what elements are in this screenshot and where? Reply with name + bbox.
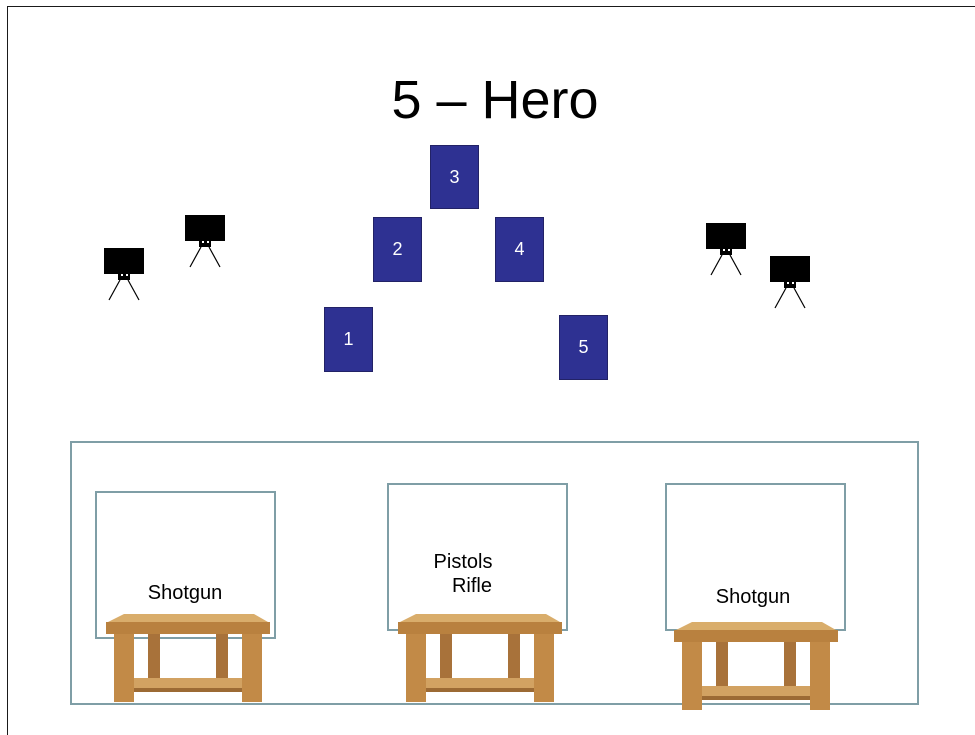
station-label-line: Rifle xyxy=(395,574,545,598)
station-label-right: Shotgun xyxy=(678,585,828,609)
target-2: 2 xyxy=(373,217,422,282)
table-icon xyxy=(672,620,840,714)
target-1: 1 xyxy=(324,307,373,372)
target-label: 5 xyxy=(578,337,588,358)
station-label-center: Pistols Rifle xyxy=(395,550,545,598)
station-label-line: Pistols xyxy=(395,550,545,574)
target-label: 4 xyxy=(514,239,524,260)
target-5: 5 xyxy=(559,315,608,380)
target-label: 1 xyxy=(343,329,353,350)
target-label: 2 xyxy=(392,239,402,260)
target-3: 3 xyxy=(430,145,479,209)
stage-title: 5 – Hero xyxy=(0,68,975,132)
frame-top-border xyxy=(7,6,975,7)
target-label: 3 xyxy=(449,167,459,188)
table-icon xyxy=(396,612,564,706)
station-label-line: Shotgun xyxy=(678,585,828,609)
station-label-line: Shotgun xyxy=(110,581,260,605)
target-4: 4 xyxy=(495,217,544,282)
steel-popper-icon xyxy=(102,246,146,306)
steel-popper-icon xyxy=(704,221,748,281)
steel-popper-icon xyxy=(183,213,227,273)
steel-popper-icon xyxy=(768,254,812,314)
station-label-left: Shotgun xyxy=(110,581,260,605)
table-icon xyxy=(104,612,272,706)
